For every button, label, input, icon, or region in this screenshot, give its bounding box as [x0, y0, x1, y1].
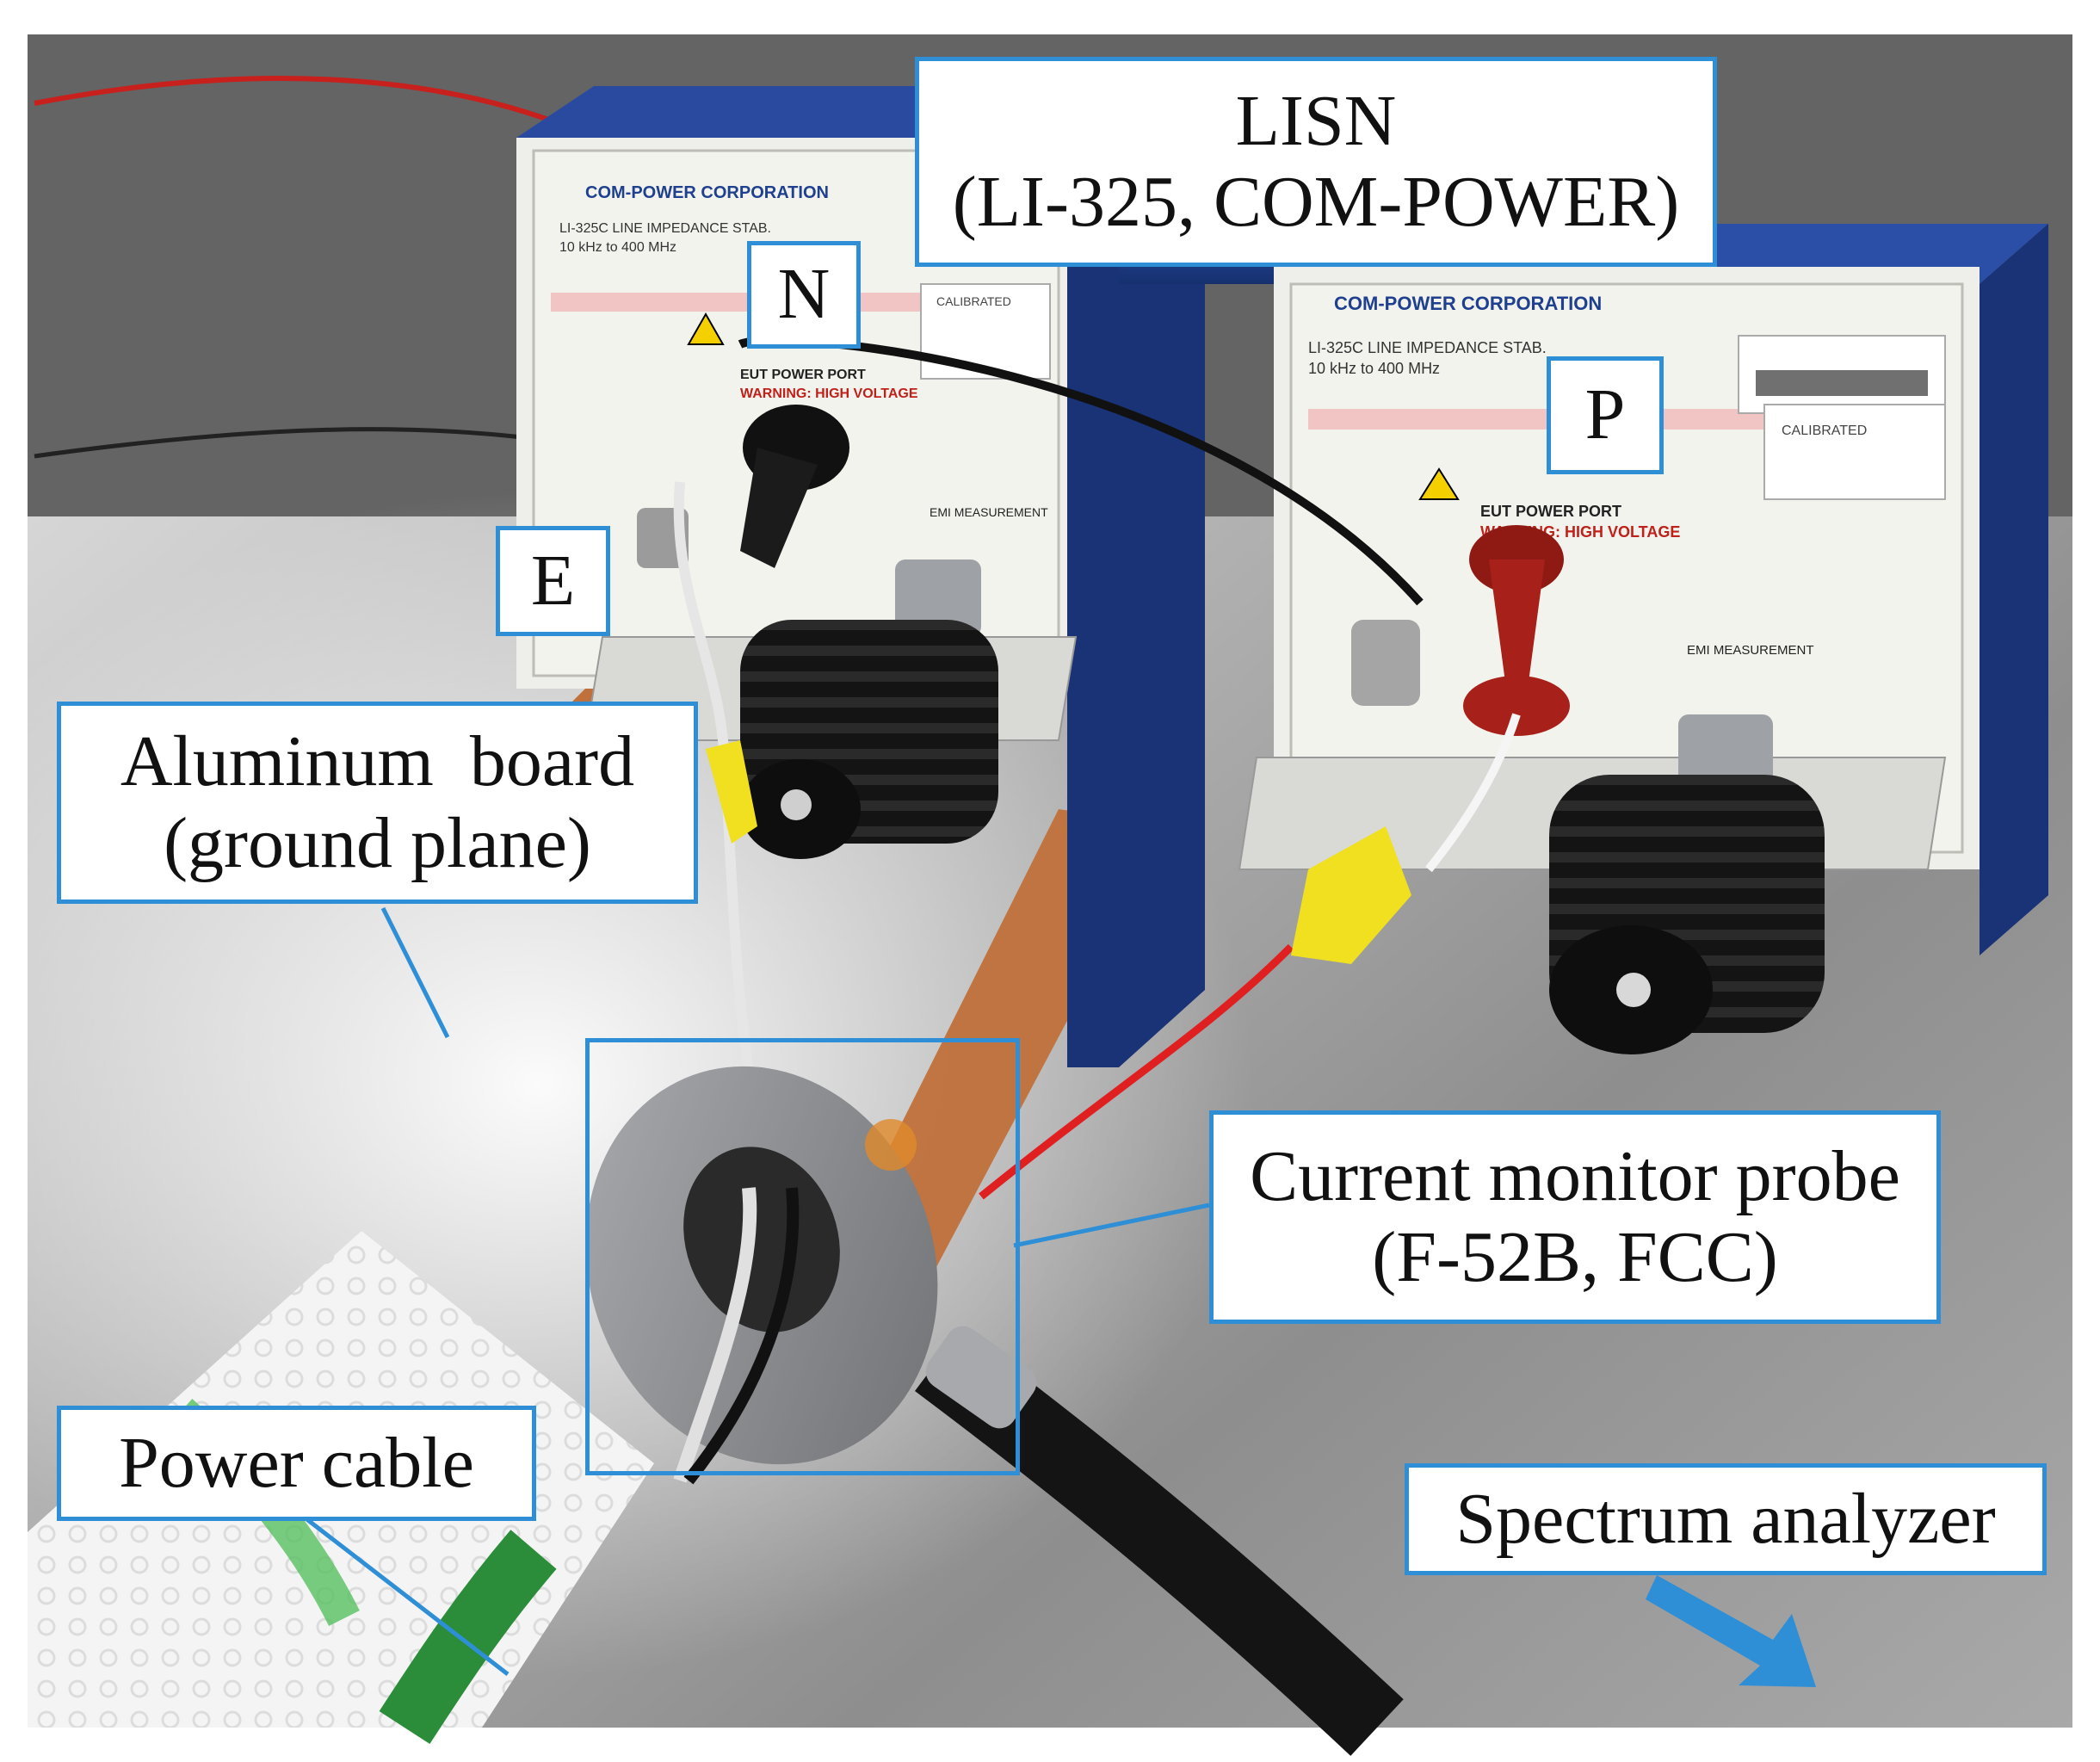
- e-port-label: E: [496, 526, 610, 636]
- svg-text:EUT POWER PORT: EUT POWER PORT: [740, 368, 866, 382]
- svg-text:LI-325C LINE IMPEDANCE STAB.: LI-325C LINE IMPEDANCE STAB.: [1308, 339, 1547, 356]
- svg-text:CALIBRATED: CALIBRATED: [1782, 423, 1867, 438]
- lisn-callout: LISN (LI-325, COM-POWER): [915, 57, 1717, 267]
- lisn-model: (LI-325, COM-POWER): [952, 162, 1680, 242]
- gray-wire: [673, 481, 754, 1077]
- yellow-tape: [1291, 826, 1411, 964]
- svg-text:10 kHz to 400 MHz: 10 kHz to 400 MHz: [1308, 360, 1440, 377]
- leader-lines: [300, 906, 1210, 1676]
- svg-text:EMI MEASUREMENT: EMI MEASUREMENT: [1687, 643, 1814, 658]
- svg-text:COM-POWER CORPORATION: COM-POWER CORPORATION: [1334, 293, 1602, 314]
- background-red-wire: [34, 76, 553, 123]
- spectrum-analyzer-callout: Spectrum analyzer: [1405, 1463, 2047, 1575]
- svg-text:EUT POWER PORT: EUT POWER PORT: [1480, 503, 1621, 520]
- svg-text:10 kHz to 400 MHz: 10 kHz to 400 MHz: [559, 240, 676, 255]
- current-probe-frame: [585, 1038, 1020, 1475]
- power-cable-green-tape: [379, 1530, 557, 1745]
- lisn-left: COM-POWER CORPORATION LI-325C LINE IMPED…: [516, 86, 1205, 1067]
- current-probe-title: Current monitor probe: [1250, 1135, 1900, 1216]
- svg-text:EMI MEASUREMENT: EMI MEASUREMENT: [930, 505, 1048, 519]
- svg-text:WARNING: HIGH VOLTAGE: WARNING: HIGH VOLTAGE: [740, 386, 918, 401]
- current-probe-callout: Current monitor probe (F-52B, FCC): [1209, 1110, 1941, 1324]
- red-wire: [979, 943, 1294, 1200]
- aluminum-board-subtitle: (ground plane): [164, 802, 591, 883]
- svg-text:CALIBRATED: CALIBRATED: [936, 294, 1011, 308]
- svg-text:COM-POWER CORPORATION: COM-POWER CORPORATION: [585, 183, 829, 202]
- p-port-label: P: [1547, 356, 1664, 474]
- current-probe-model: (F-52B, FCC): [1372, 1217, 1778, 1297]
- n-port-label: N: [747, 241, 861, 349]
- svg-text:LI-325C LINE IMPEDANCE STAB.: LI-325C LINE IMPEDANCE STAB.: [559, 221, 771, 236]
- aluminum-board-callout: Aluminum board (ground plane): [57, 702, 698, 904]
- power-cable-callout: Power cable: [57, 1406, 536, 1521]
- lisn-title: LISN: [1235, 80, 1397, 161]
- spectrum-arrow: [1646, 1575, 1816, 1687]
- aluminum-board-title: Aluminum board: [120, 721, 635, 802]
- current-probe: [585, 1066, 938, 1485]
